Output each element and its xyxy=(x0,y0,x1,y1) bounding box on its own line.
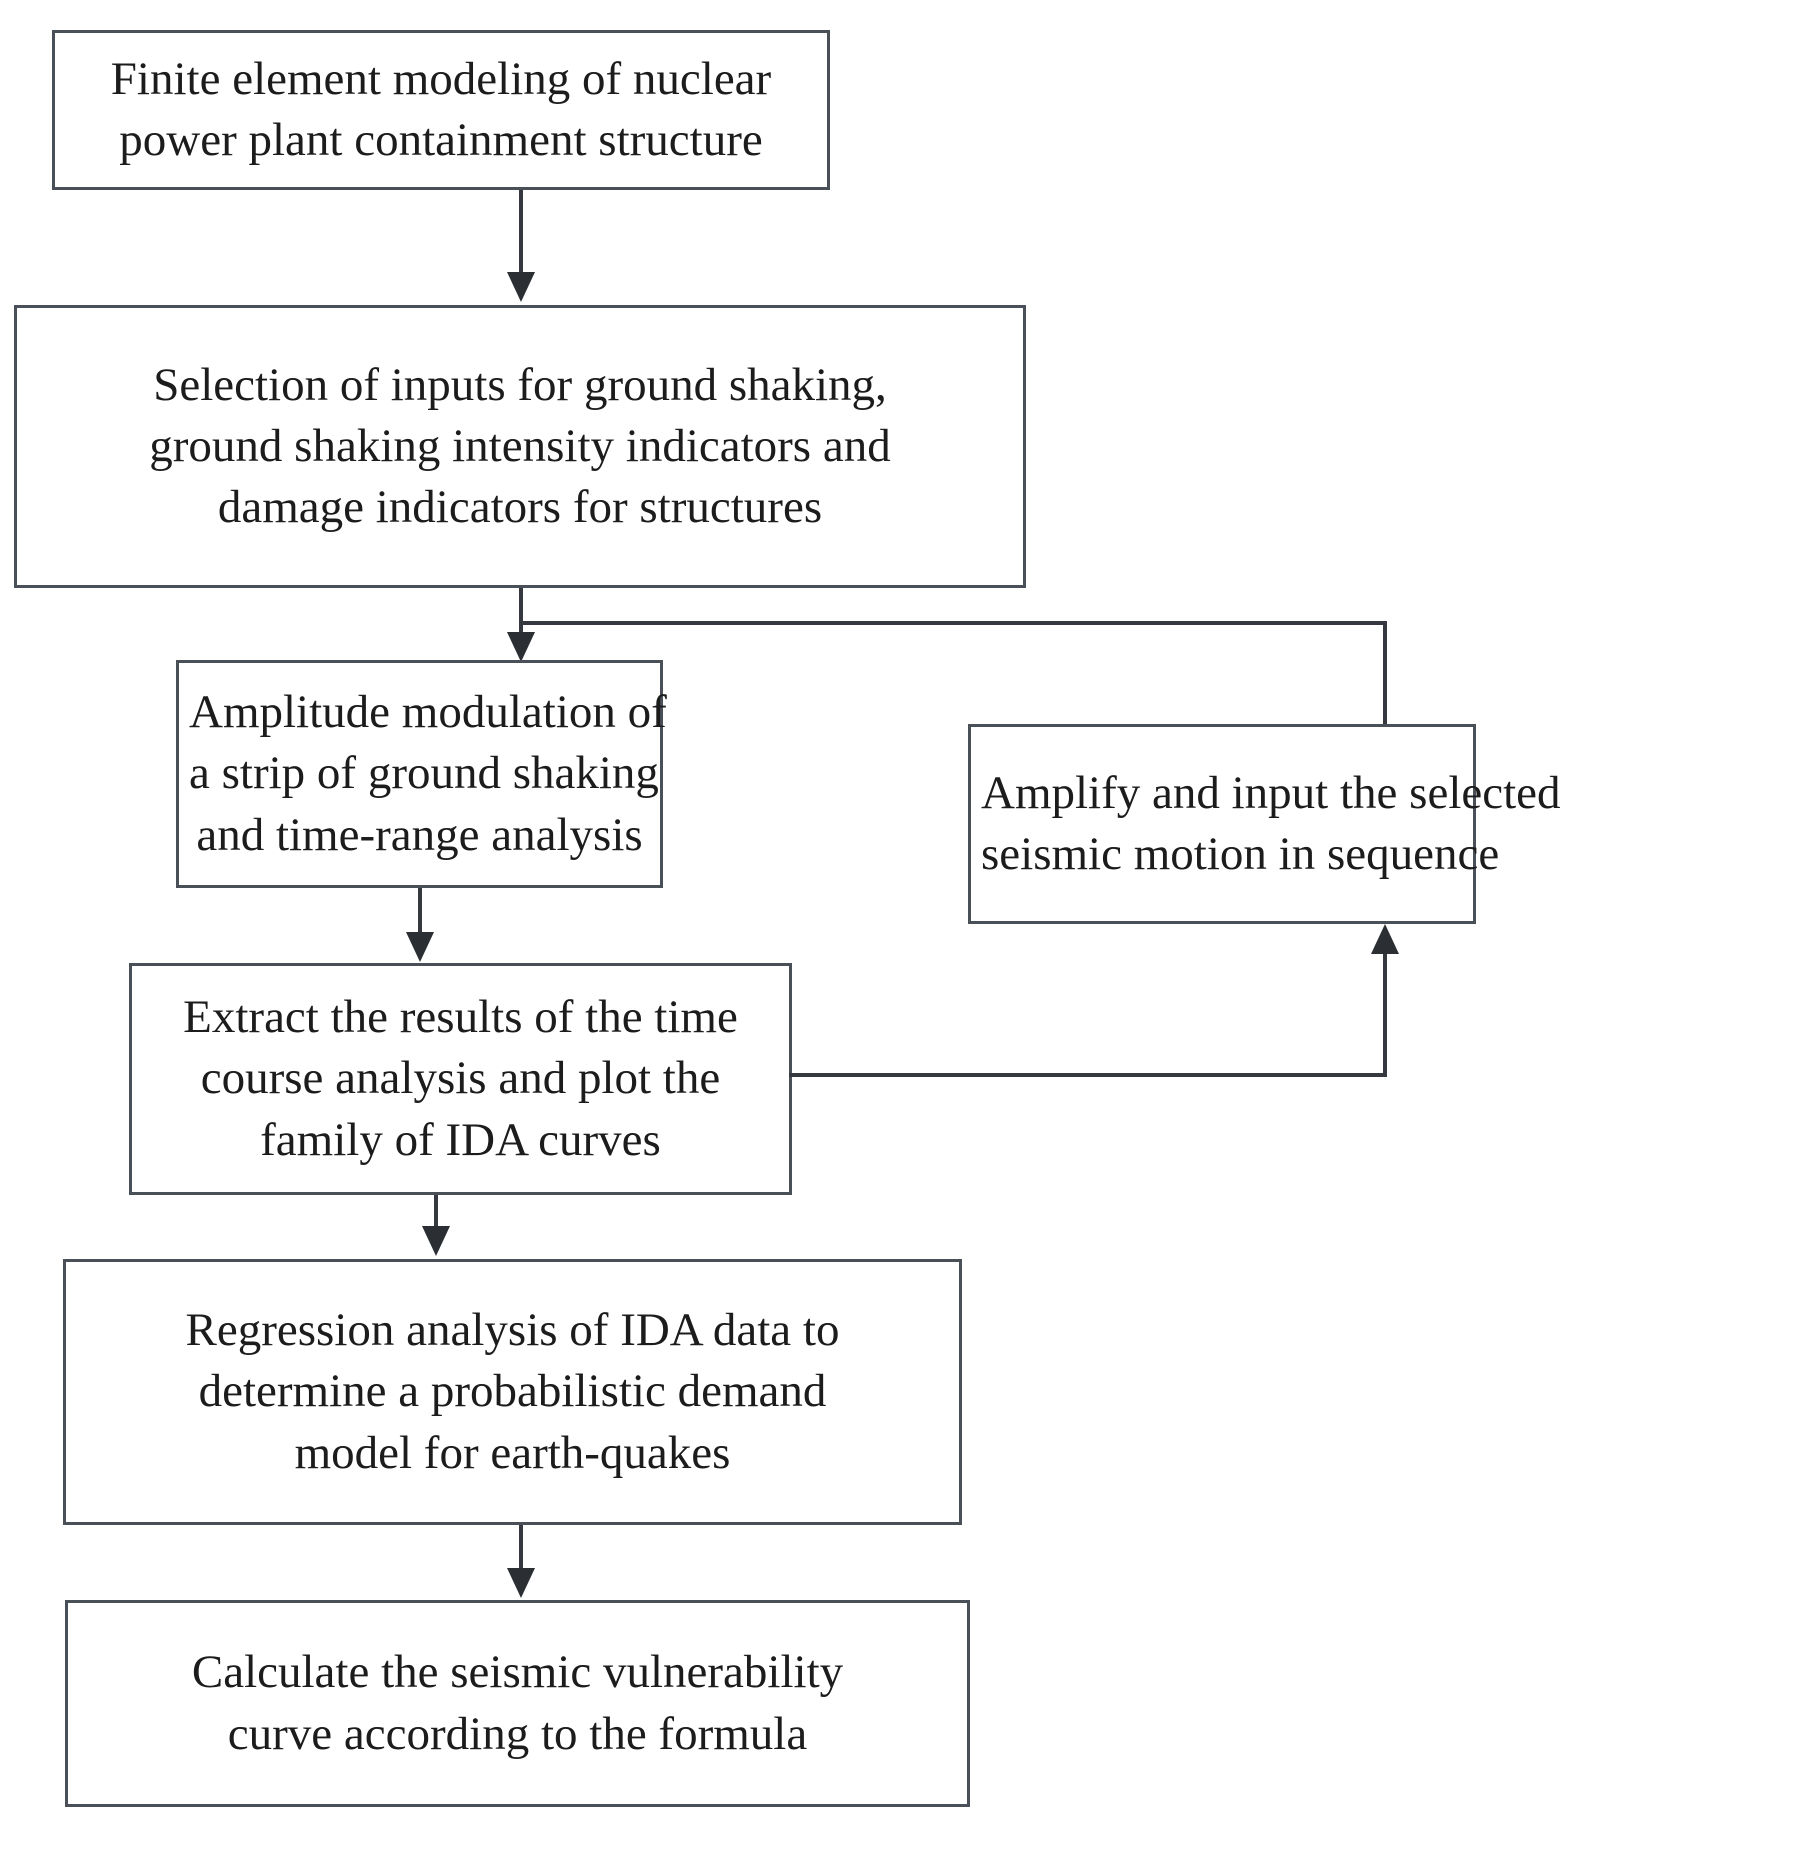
node-text-line: Extract the results of the time xyxy=(183,991,738,1044)
edge-modeling-to-selection-line xyxy=(519,190,523,276)
node-text: Finite element modeling of nuclear power… xyxy=(65,49,817,171)
edge-selection-to-amplitude-arrowhead xyxy=(507,632,535,662)
node-text: Amplify and input the selected seismic m… xyxy=(981,763,1561,885)
node-text-line: and time-range analysis xyxy=(196,808,643,861)
node-text: Extract the results of the time course a… xyxy=(142,987,779,1170)
edge-amplitude-to-extract-line xyxy=(418,888,422,943)
node-text-line: curve according to the formula xyxy=(227,1707,808,1760)
node-text-line: Selection of inputs for ground shaking, xyxy=(153,358,887,411)
edge-amplitude-to-extract-arrowhead xyxy=(406,932,434,962)
node-text: Regression analysis of IDA data to deter… xyxy=(76,1300,949,1483)
edge-extract-to-amplify-arrowhead xyxy=(1371,924,1399,954)
node-extract-results[interactable]: Extract the results of the time course a… xyxy=(129,963,792,1195)
node-text-line: damage indicators for structures xyxy=(217,481,823,534)
node-amplitude-modulation[interactable]: Amplitude modulation of a strip of groun… xyxy=(176,660,667,888)
edge-modeling-to-selection-arrowhead xyxy=(507,272,535,302)
node-finite-element-modeling[interactable]: Finite element modeling of nuclear power… xyxy=(52,30,830,190)
edge-extract-to-regression-arrowhead xyxy=(422,1226,450,1256)
node-text: Calculate the seismic vulnerability curv… xyxy=(78,1642,957,1764)
node-text-line: a strip of ground shaking xyxy=(189,747,659,800)
node-text-line: seismic motion in sequence xyxy=(981,828,1500,880)
edge-regression-to-calculate-arrowhead xyxy=(507,1568,535,1598)
node-calculate-vulnerability-curve[interactable]: Calculate the seismic vulnerability curv… xyxy=(65,1600,970,1807)
edge-selection-to-amplify-dropdown xyxy=(1383,621,1387,726)
node-regression-analysis[interactable]: Regression analysis of IDA data to deter… xyxy=(63,1259,962,1525)
node-text-line: course analysis and plot the xyxy=(200,1052,721,1105)
node-text-line: determine a probabilistic demand xyxy=(198,1365,827,1418)
node-text-line: power plant containment structure xyxy=(119,114,763,166)
node-text-line: family of IDA curves xyxy=(260,1113,661,1166)
node-text-line: Amplitude modulation of xyxy=(189,686,667,739)
node-selection-of-inputs[interactable]: Selection of inputs for ground shaking, … xyxy=(14,305,1026,588)
edge-extract-to-regression-line xyxy=(434,1195,438,1231)
edge-selection-to-amplify-horizontal xyxy=(519,621,1387,625)
node-text-line: Regression analysis of IDA data to xyxy=(185,1304,840,1357)
node-text-line: Amplify and input the selected xyxy=(981,766,1561,819)
edge-extract-to-amplify-vertical xyxy=(1383,952,1387,1075)
node-text-line: ground shaking intensity indicators and xyxy=(149,419,891,472)
node-text: Selection of inputs for ground shaking, … xyxy=(27,355,1013,538)
edge-regression-to-calculate-line xyxy=(519,1525,523,1573)
node-text-line: Finite element modeling of nuclear xyxy=(110,52,772,105)
edge-extract-to-amplify-horizontal xyxy=(789,1073,1387,1077)
node-amplify-and-input[interactable]: Amplify and input the selected seismic m… xyxy=(968,724,1561,924)
node-text-line: Calculate the seismic vulnerability xyxy=(191,1646,844,1699)
edge-selection-to-amplitude-line xyxy=(519,588,523,648)
node-text-line: model for earth-quakes xyxy=(294,1426,731,1479)
node-text: Amplitude modulation of a strip of groun… xyxy=(189,682,667,865)
